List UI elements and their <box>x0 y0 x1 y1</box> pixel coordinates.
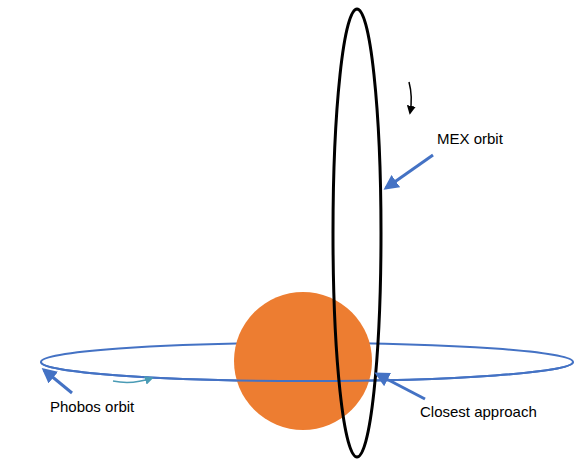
direction-arrow <box>113 378 152 382</box>
mex-orbit <box>333 9 381 457</box>
label-text: Closest approach <box>420 403 537 421</box>
direction-arrow <box>409 82 411 113</box>
leader-arrow <box>44 370 72 393</box>
leader-arrow <box>386 155 433 188</box>
label-text: Phobos orbit <box>50 398 134 416</box>
leader-arrow <box>377 374 425 399</box>
phobos-orbit-front <box>41 362 573 381</box>
mars-planet <box>234 292 372 430</box>
label-text: MEX orbit <box>437 130 503 148</box>
